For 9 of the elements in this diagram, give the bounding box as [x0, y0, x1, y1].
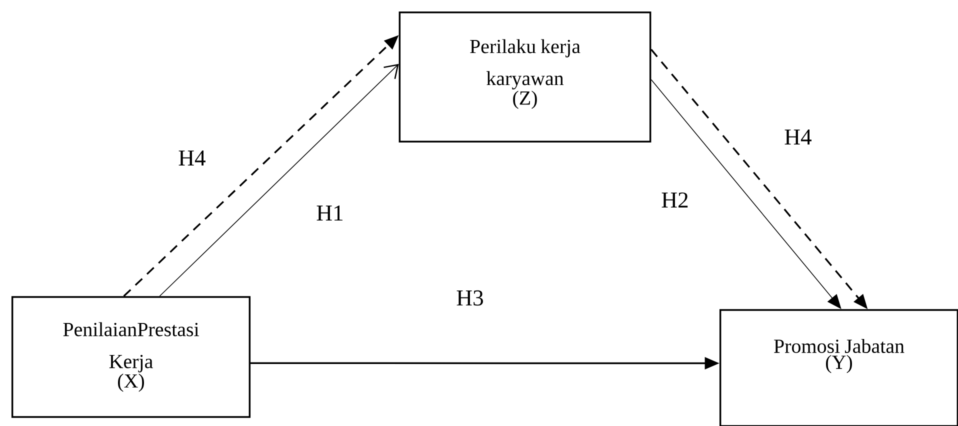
variable-box: PenilaianPrestasi Kerja (X) — [11, 296, 251, 418]
variable-box: Perilaku kerja karyawan (Z) — [398, 11, 652, 143]
edge-label: H4 — [176, 149, 208, 167]
edge-label: H4 — [782, 128, 814, 146]
arrow — [159, 64, 399, 297]
edge-label: H1 — [314, 204, 346, 222]
variable-box: Promosi Jabatan (Y) — [719, 309, 958, 426]
edge-label: H3 — [454, 289, 486, 307]
edge-label: H2 — [660, 191, 690, 209]
